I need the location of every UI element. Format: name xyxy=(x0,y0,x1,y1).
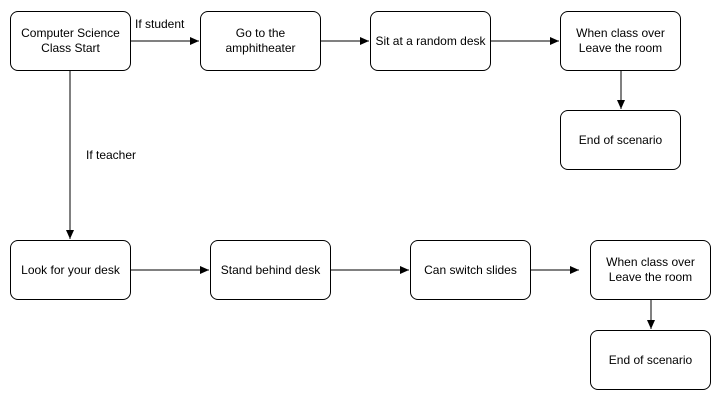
node-sit-at-random-desk[interactable]: Sit at a random desk xyxy=(370,11,491,71)
node-student-end-of-scenario[interactable]: End of scenario xyxy=(560,110,681,170)
node-computer-science-class-start[interactable]: Computer Science Class Start xyxy=(10,11,131,71)
node-can-switch-slides[interactable]: Can switch slides xyxy=(410,240,531,300)
node-go-to-amphitheater[interactable]: Go to the amphitheater xyxy=(200,11,321,71)
node-look-for-your-desk[interactable]: Look for your desk xyxy=(10,240,131,300)
node-teacher-end-of-scenario[interactable]: End of scenario xyxy=(590,330,711,390)
node-stand-behind-desk[interactable]: Stand behind desk xyxy=(210,240,331,300)
node-student-leave-room[interactable]: When class over Leave the room xyxy=(560,11,681,71)
edge-label-if-teacher: If teacher xyxy=(85,148,138,162)
edge-label-if-student: If student xyxy=(134,17,186,31)
node-teacher-leave-room[interactable]: When class over Leave the room xyxy=(590,240,711,300)
